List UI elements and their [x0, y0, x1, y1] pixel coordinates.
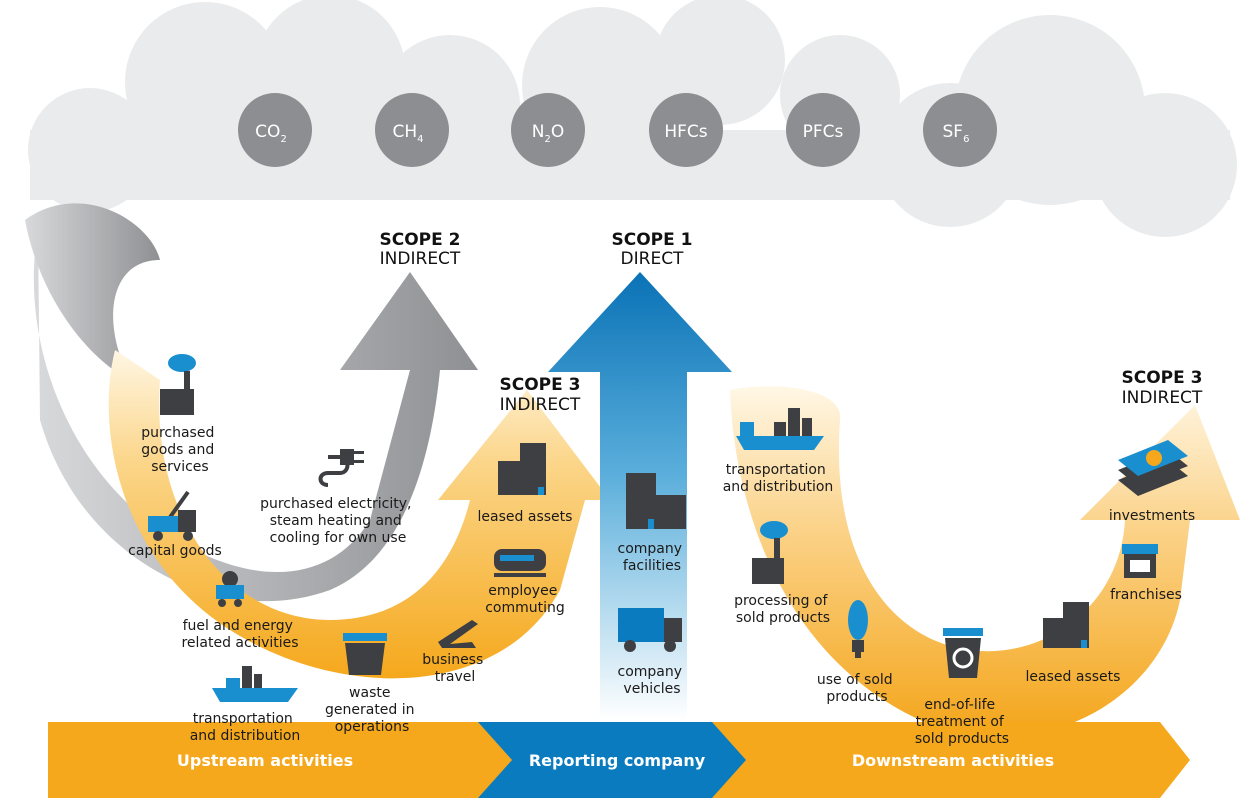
recycle-bin-icon	[943, 628, 983, 678]
svg-text:SCOPE 3: SCOPE 3	[500, 375, 581, 395]
airplane-icon	[438, 620, 478, 648]
bar-upstream	[48, 722, 520, 798]
bar-upstream-label: Upstream activities	[177, 751, 353, 770]
downstream-leased-assets-label: leased assets	[1026, 669, 1121, 685]
bar-reporting-label: Reporting company	[529, 751, 706, 770]
gas-co2: CO2	[238, 93, 312, 167]
gas-pfcs: PFCs	[786, 93, 860, 167]
investments-label: investments	[1109, 508, 1195, 524]
waste-label: waste generated in operations	[325, 685, 419, 735]
scope2-label: SCOPE 2 INDIRECT	[380, 230, 461, 269]
svg-text:CO2: CO2	[255, 122, 287, 145]
svg-text:CH4: CH4	[392, 122, 423, 145]
electric-plug-icon	[318, 449, 364, 487]
activity-bar: Upstream activities Reporting company Do…	[48, 722, 1190, 798]
scope1-label: SCOPE 1 DIRECT	[612, 230, 693, 269]
svg-text:HFCs: HFCs	[664, 122, 707, 142]
use-of-sold-products-label: use of sold products	[817, 672, 897, 705]
waste-bin-icon	[343, 633, 387, 675]
scope3-upstream-label: SCOPE 3 INDIRECT	[500, 375, 581, 415]
svg-text:PFCs: PFCs	[803, 122, 844, 142]
svg-text:INDIRECT: INDIRECT	[1122, 388, 1203, 408]
train-icon	[494, 549, 546, 577]
svg-text:SF6: SF6	[943, 122, 970, 145]
emissions-cloud	[28, 0, 1237, 237]
bar-downstream-label: Downstream activities	[852, 751, 1054, 770]
upstream-leased-assets-label: leased assets	[478, 509, 573, 525]
employee-commuting-label: employee commuting	[485, 583, 565, 616]
processing-label: processing of sold products	[734, 593, 832, 626]
processing-factory-icon	[752, 521, 788, 584]
gas-n2o: N2O	[511, 93, 585, 167]
scope2-arrow-inner	[25, 203, 160, 380]
storefront-icon	[1122, 544, 1158, 578]
bar-reporting	[478, 722, 752, 798]
money-stack-icon	[1118, 440, 1188, 496]
svg-text:DIRECT: DIRECT	[621, 249, 685, 269]
svg-text:SCOPE 1: SCOPE 1	[612, 230, 693, 250]
scope3-downstream-label: SCOPE 3 INDIRECT	[1122, 368, 1203, 408]
capital-goods-label: capital goods	[128, 543, 222, 559]
factory-icon	[160, 354, 196, 415]
company-buildings-icon	[626, 473, 686, 529]
franchises-label: franchises	[1110, 587, 1182, 603]
fuel-energy-label: fuel and energy related activities	[181, 618, 298, 651]
gas-ch4: CH4	[375, 93, 449, 167]
cargo-ship-icon	[212, 666, 298, 702]
gas-sf6: SF6	[923, 93, 997, 167]
svg-text:SCOPE 2: SCOPE 2	[380, 230, 461, 250]
end-of-life-label: end-of-life treatment of sold products	[915, 697, 1009, 747]
delivery-truck-icon	[618, 608, 682, 652]
bar-downstream	[712, 722, 1190, 798]
company-facilities-label: company facilities	[618, 541, 687, 574]
svg-text:SCOPE 3: SCOPE 3	[1122, 368, 1203, 388]
cargo-ship-icon-downstream	[736, 408, 824, 450]
leased-building-icon	[1043, 602, 1089, 648]
coal-cart-icon	[216, 571, 244, 607]
capital-goods-truck-icon	[148, 490, 196, 541]
svg-text:N2O: N2O	[532, 122, 564, 145]
svg-text:INDIRECT: INDIRECT	[380, 249, 461, 269]
svg-text:INDIRECT: INDIRECT	[500, 395, 581, 415]
business-travel-label: business travel	[422, 652, 487, 685]
building-icon	[498, 443, 546, 495]
purchased-goods-label: purchased goods and services	[141, 425, 219, 475]
light-bulb-icon	[848, 600, 868, 658]
purchased-electricity-label: purchased electricity, steam heating and…	[260, 496, 416, 546]
upstream-transport-label: transportation and distribution	[190, 711, 301, 744]
company-vehicles-label: company vehicles	[618, 664, 687, 697]
downstream-transport-label: transportation and distribution	[723, 462, 834, 495]
gas-hfcs: HFCs	[649, 93, 723, 167]
